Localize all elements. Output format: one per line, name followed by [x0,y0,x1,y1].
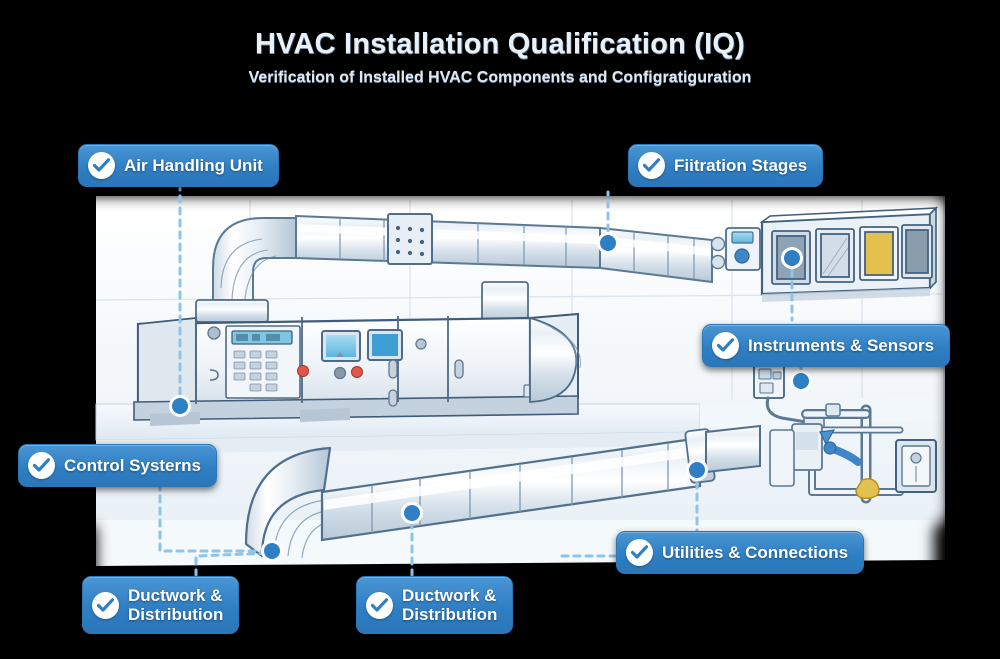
filter-stages [771,224,933,285]
callout-badge-label: Ductwork & Distribution [128,586,224,625]
utility-control-box [895,439,937,493]
air-handling-unit [133,281,581,426]
callout-badge-label: Instruments & Sensors [748,335,935,355]
valve-handle-yellow [855,478,880,500]
callout-badge-label: Control Systerns [64,455,201,475]
callout-badge-ductwork-distribution-1[interactable]: Ductwork & Distribution [82,576,240,635]
page-title: HVAC Installation Qualification (IQ) [254,28,746,60]
check-circle-icon [638,152,665,179]
callout-badge-label: Fiitration Stages [674,155,808,175]
check-circle-icon [92,591,119,619]
callout-badge-air-handling-unit[interactable]: Air Handling Unit [78,144,279,187]
callout-badge-instruments-sensors[interactable]: Instruments & Sensors [702,324,951,367]
page-subtitle: Verification of Installed HVAC Component… [248,69,752,86]
callout-badge-control-systems[interactable]: Control Systerns [18,444,217,487]
ahu-control-panel [207,325,301,399]
keypad [233,350,278,392]
check-circle-icon [88,152,115,179]
header: HVAC Installation Qualification (IQ) Ver… [0,28,1000,87]
callout-badge-utilities-connections[interactable]: Utilities & Connections [616,531,865,574]
check-circle-icon [28,452,55,479]
filter-stage-amber [864,231,894,276]
callout-badge-filtration-stages[interactable]: Fiitration Stages [628,144,824,187]
duct-flange-junction [387,213,433,265]
valve-handles-blue [819,429,862,466]
callout-badge-label: Utilities & Connections [662,542,849,562]
callout-badge-label: Air Handling Unit [124,155,263,175]
ahu-hmi-screens [321,329,403,362]
utility-piping [769,403,937,504]
filtration-housing [710,206,939,302]
callout-badge-label: Ductwork & Distribution [402,586,498,625]
check-circle-icon [626,539,653,566]
check-circle-icon [712,332,739,359]
ahu-indicator-lights [297,352,363,380]
check-circle-icon [366,591,393,619]
callout-badge-ductwork-distribution-2[interactable]: Ductwork & Distribution [356,576,514,635]
